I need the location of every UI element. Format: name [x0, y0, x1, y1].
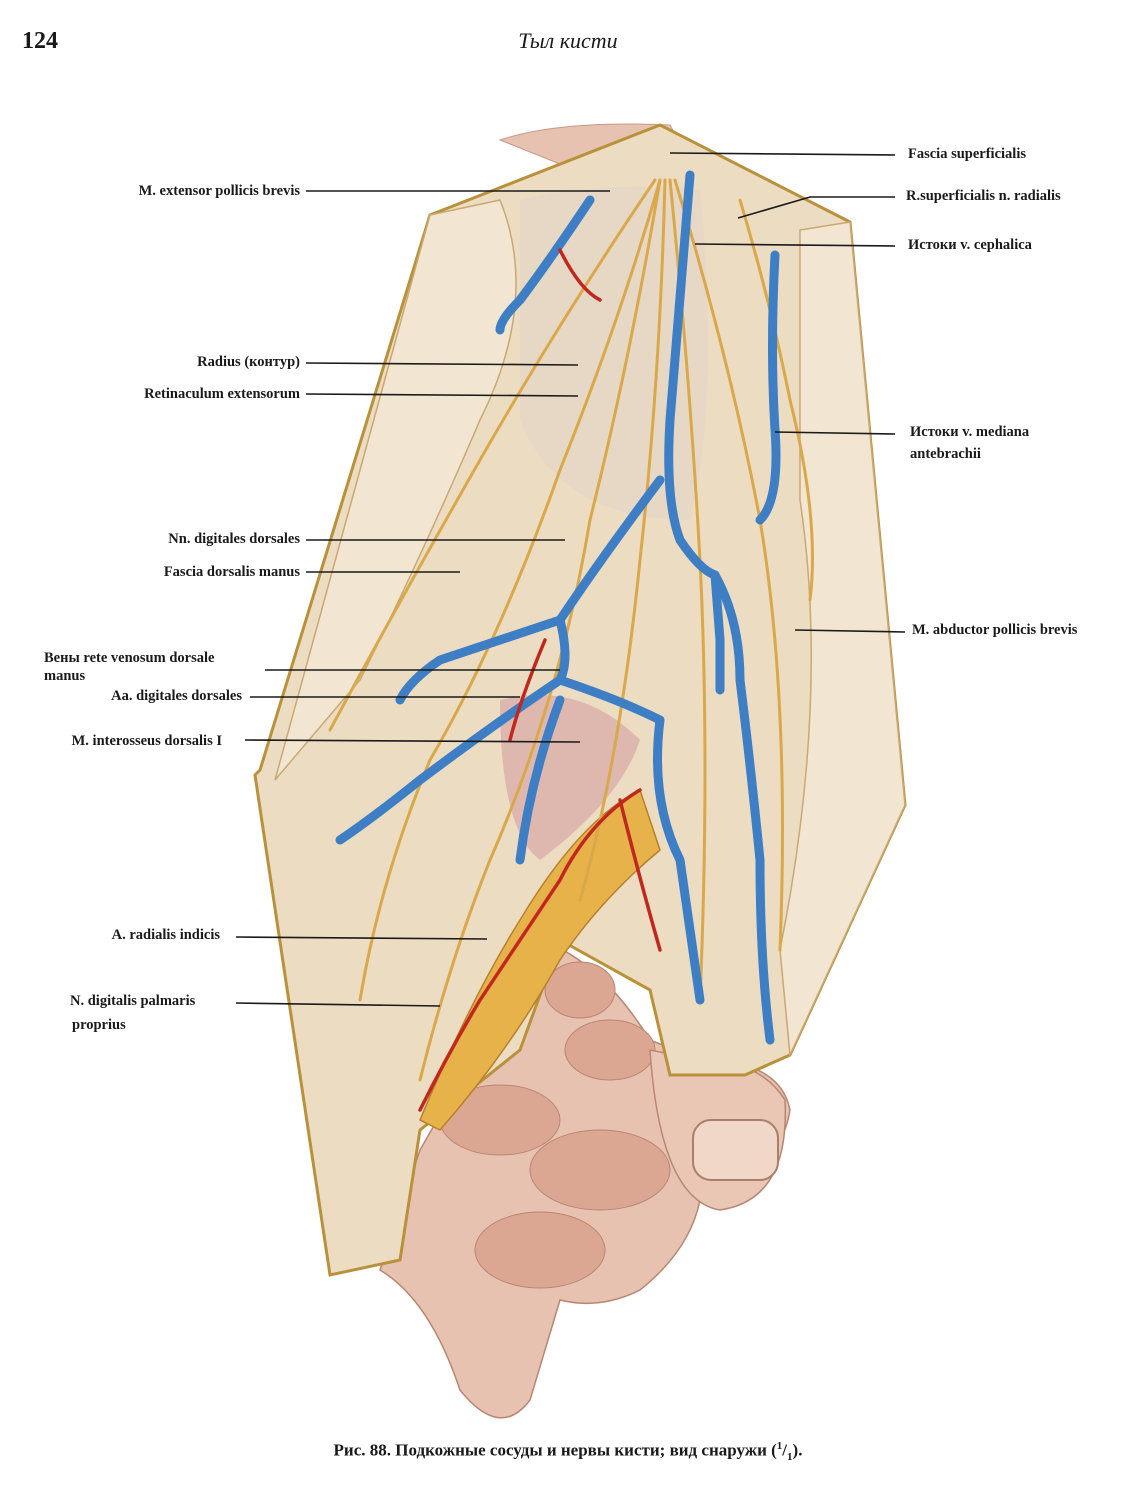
figure-caption: Рис. 88. Подкожные сосуды и нервы кисти;… — [333, 1440, 803, 1464]
running-title: Тыл кисти — [518, 28, 618, 53]
label-rete-venosum-line1: Вены rete venosum dorsale — [44, 650, 215, 666]
label-r-superficialis-n-radialis: R.superficialis n. radialis — [906, 188, 1061, 204]
leader-lines — [235, 152, 906, 1007]
label-fascia-dorsalis-manus: Fascia dorsalis manus — [163, 564, 300, 580]
label-istoki-v-mediana-line1: Истоки v. mediana — [910, 424, 1030, 440]
veins — [335, 170, 781, 1045]
label-istoki-v-cephalica: Истоки v. cephalica — [908, 237, 1032, 253]
fat-tissue — [419, 788, 661, 1131]
page-number: 124 — [22, 28, 58, 54]
label-m-interosseus-dorsalis: M. interosseus dorsalis I — [71, 733, 222, 749]
label-nn-digitales-dorsales: Nn. digitales dorsales — [168, 531, 300, 547]
label-a-radialis-indicis: A. radialis indicis — [111, 927, 220, 943]
label-m-extensor-pollicis-brevis: M. extensor pollicis brevis — [138, 183, 300, 199]
label-istoki-v-mediana-line2: antebrachii — [910, 446, 981, 462]
label-radius: Radius (контур) — [197, 354, 300, 370]
label-m-abductor-pollicis-brevis: M. abductor pollicis brevis — [912, 622, 1078, 638]
label-rete-venosum-line2: manus — [44, 668, 86, 684]
fascia-flaps — [253, 123, 907, 1277]
label-aa-digitales-dorsales: Aa. digitales dorsales — [111, 688, 242, 704]
label-fascia-superficialis: Fascia superficialis — [908, 146, 1027, 162]
label-retinaculum-extensorum: Retinaculum extensorum — [144, 386, 300, 402]
label-n-digitalis-palmaris-line2: proprius — [72, 1017, 126, 1033]
label-n-digitalis-palmaris-line1: N. digitalis palmaris — [70, 993, 196, 1009]
arteries — [418, 248, 662, 1112]
